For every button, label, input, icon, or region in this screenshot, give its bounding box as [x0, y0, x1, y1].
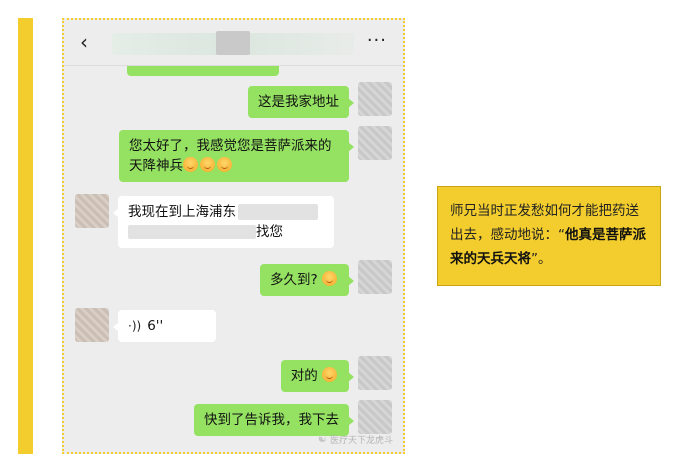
message-text: 这是我家地址 [258, 94, 339, 110]
watermark: ☯ 医疗天下龙虎斗 [318, 433, 393, 446]
my-avatar[interactable] [358, 260, 392, 294]
my-avatar[interactable] [358, 400, 392, 434]
previous-message-bubble [127, 66, 279, 76]
chat-title-blurred [216, 31, 250, 55]
back-icon[interactable]: ‹ [80, 30, 88, 54]
message-bubble-sent[interactable]: 多久到? [260, 264, 354, 296]
message-text-line: 天降神兵 [129, 156, 339, 176]
left-accent-bar [18, 18, 33, 454]
message-bubble-sent[interactable]: 快到了告诉我，我下去 [194, 404, 354, 436]
message-bubble-received[interactable]: 我现在到上海浦东 找您 [113, 196, 334, 248]
more-icon[interactable]: ··· [366, 30, 387, 51]
chat-nav-bar: ‹ ··· [64, 20, 403, 66]
message-text: 对的 [290, 368, 318, 384]
blurred-address [128, 225, 256, 239]
smile-emoji-icon [322, 367, 337, 382]
watermark-text: 医疗天下龙虎斗 [329, 436, 393, 446]
my-avatar[interactable] [358, 82, 392, 116]
callout-text: 师兄当时正发愁如何才能把药送出去，感动地说：“ [450, 203, 639, 243]
message-bubble-sent[interactable]: 您太好了，我感觉您是菩萨派来的 天降神兵 [119, 130, 354, 182]
callout-text-end: ”。 [531, 251, 552, 267]
smile-emoji-icon [217, 157, 232, 172]
chat-screenshot: ‹ ··· 这是我家地址 您太好了，我感觉您是菩萨派来的 天降神兵 我现在到上海… [62, 18, 405, 454]
message-text-line: 找您 [128, 222, 324, 242]
smile-emoji-icon [200, 157, 215, 172]
message-text: 快到了告诉我，我下去 [204, 412, 339, 428]
callout-bold-text: 他真是菩萨派来的天兵天将 [450, 227, 646, 267]
voice-duration: 6'' [147, 318, 164, 334]
contact-avatar[interactable] [75, 308, 109, 342]
message-text: 多久到? [270, 272, 318, 288]
smile-emoji-icon [183, 157, 198, 172]
voice-message-bubble[interactable]: ·)) 6'' [113, 310, 216, 342]
blurred-address [238, 204, 318, 220]
watermark-logo-icon: ☯ [318, 434, 327, 445]
message-text-line: 您太好了，我感觉您是菩萨派来的 [129, 138, 332, 154]
my-avatar[interactable] [358, 126, 392, 160]
contact-avatar[interactable] [75, 194, 109, 228]
message-bubble-sent[interactable]: 这是我家地址 [248, 86, 354, 118]
message-text-line: 我现在到上海浦东 [128, 202, 324, 222]
smile-emoji-icon [322, 271, 337, 286]
my-avatar[interactable] [358, 356, 392, 390]
voice-icon: ·)) [128, 319, 142, 333]
callout-box: 师兄当时正发愁如何才能把药送出去，感动地说：“他真是菩萨派来的天兵天将”。 [437, 186, 661, 286]
message-bubble-sent[interactable]: 对的 [280, 360, 355, 392]
